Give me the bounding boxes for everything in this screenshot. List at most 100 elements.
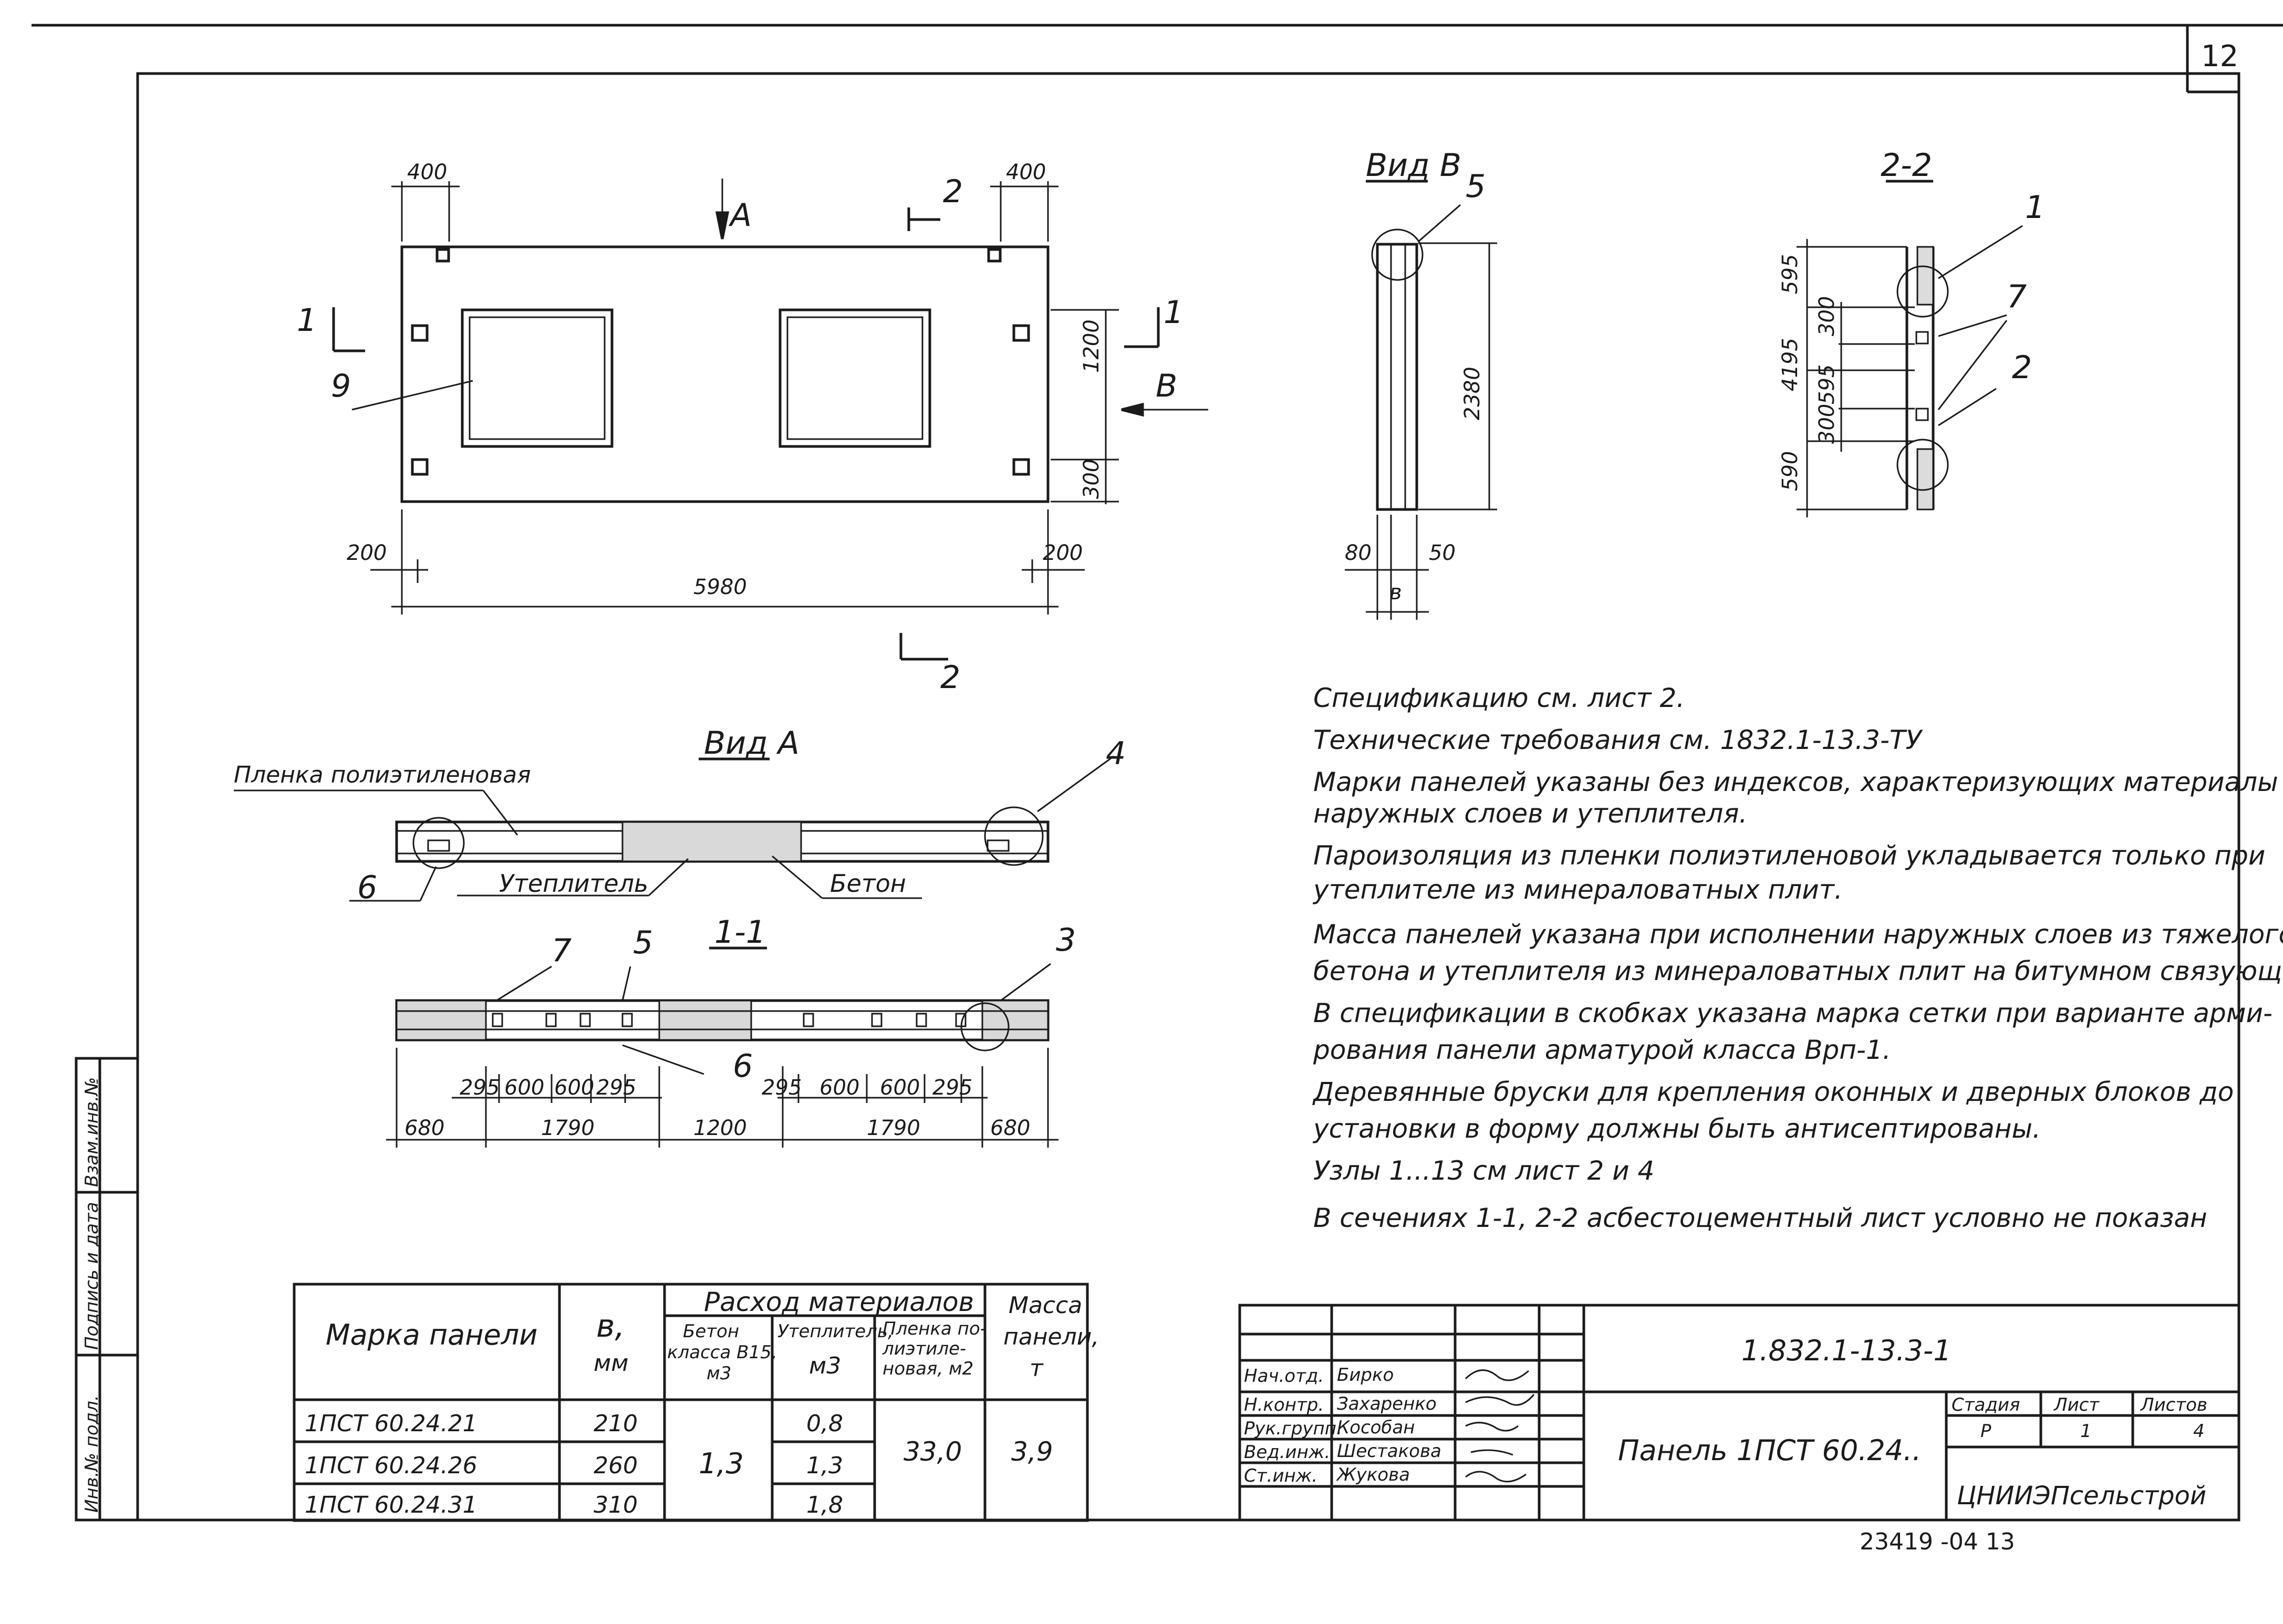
row-mark: 1ПСТ 60.24.31 bbox=[305, 1492, 478, 1518]
note-line: Узлы 1...13 см лист 2 и 4 bbox=[1313, 1155, 1655, 1186]
drawing-frame bbox=[136, 72, 2240, 1522]
th-insul-unit: м3 bbox=[809, 1352, 842, 1379]
row-insul: 0,8 bbox=[806, 1410, 843, 1437]
spec-table-grid bbox=[293, 1283, 1089, 1522]
row-b: 310 bbox=[594, 1492, 638, 1518]
th-film-sub2: новая, м2 bbox=[883, 1358, 974, 1379]
dim-22-595-top: 595 bbox=[1778, 254, 1802, 294]
note-line: наружных слоев и утеплителя. bbox=[1313, 798, 1748, 829]
section-1-1-title: 1-1 bbox=[714, 914, 766, 951]
dim-400-left: 400 bbox=[407, 160, 448, 184]
note-line: Технические требования см. 1832.1-13.3-Т… bbox=[1313, 725, 1922, 755]
tb-sheet: 1 bbox=[2080, 1421, 2092, 1442]
dim-22-595-mid: 595 bbox=[1815, 364, 1839, 404]
tb-doc-code: 1.832.1-13.3-1 bbox=[1741, 1334, 1952, 1367]
callout-1-sect22: 1 bbox=[2025, 189, 2046, 226]
dim-11-600-b: 600 bbox=[554, 1076, 595, 1100]
tb-name: Захаренко bbox=[1337, 1393, 1437, 1414]
callout-6-sect11: 6 bbox=[733, 1048, 753, 1085]
dim-11-600-a: 600 bbox=[504, 1076, 545, 1100]
view-b bbox=[1345, 180, 1497, 620]
dim-11-1200: 1200 bbox=[693, 1116, 747, 1140]
dim-50: 50 bbox=[1429, 541, 1456, 565]
label-insulation: Утеплитель bbox=[499, 869, 649, 898]
tb-role: Н.контр. bbox=[1244, 1394, 1324, 1415]
dim-22-590: 590 bbox=[1778, 451, 1802, 491]
row-mark: 1ПСТ 60.24.21 bbox=[305, 1410, 478, 1437]
dim-b: в bbox=[1389, 580, 1402, 605]
th-concrete-unit: м3 bbox=[707, 1363, 732, 1384]
dim-2380: 2380 bbox=[1460, 367, 1485, 420]
view-a-title: Вид А bbox=[704, 725, 800, 762]
note-line: Масса панелей указана при исполнении нар… bbox=[1313, 919, 2283, 950]
tb-name: Шестакова bbox=[1337, 1441, 1441, 1462]
label-film: Пленка полиэтиленовая bbox=[234, 762, 531, 788]
dim-11-600-c: 600 bbox=[819, 1076, 860, 1100]
callout-6-viewa: 6 bbox=[357, 869, 378, 906]
note-line: установки в форму должны быть антисептир… bbox=[1313, 1113, 2041, 1144]
arrow-a-label: А bbox=[730, 197, 752, 234]
side-stamp-label: Взам.инв.№ bbox=[81, 1077, 102, 1187]
cut-1-left: 1 bbox=[297, 302, 317, 339]
dim-11-600-d: 600 bbox=[880, 1076, 920, 1100]
dim-80: 80 bbox=[1345, 541, 1372, 565]
footer-code: 23419 -04 13 bbox=[1860, 1528, 2015, 1555]
cell-mass: 3,9 bbox=[1011, 1436, 1053, 1467]
dim-11-295-b: 295 bbox=[596, 1076, 637, 1100]
note-line: В сечениях 1-1, 2-2 асбестоцементный лис… bbox=[1313, 1203, 2207, 1233]
tb-name: Кособан bbox=[1337, 1417, 1415, 1438]
dim-11-680-a: 680 bbox=[404, 1116, 445, 1140]
dim-400-right: 400 bbox=[1006, 160, 1046, 184]
note-line: Спецификацию см. лист 2. bbox=[1313, 683, 1685, 713]
title-block-grid bbox=[1238, 1304, 2240, 1522]
signatures bbox=[1465, 1369, 1535, 1483]
tb-role: Ст.инж. bbox=[1244, 1465, 1318, 1486]
dim-22-300-top: 300 bbox=[1815, 296, 1839, 336]
dim-300: 300 bbox=[1080, 459, 1104, 499]
th-insul: Утеплитель, bbox=[777, 1321, 894, 1342]
tb-role: Рук.групп. bbox=[1244, 1418, 1342, 1439]
tb-org: ЦНИИЭПсельстрой bbox=[1957, 1481, 2207, 1511]
dim-11-295-c: 295 bbox=[762, 1076, 802, 1100]
note-line: Марки панелей указаны без индексов, хара… bbox=[1313, 767, 2278, 797]
side-stamp bbox=[75, 1057, 139, 1522]
note-line: В спецификации в скобках указана марка с… bbox=[1313, 998, 2273, 1028]
row-insul: 1,8 bbox=[806, 1492, 843, 1518]
section-2-2-title: 2-2 bbox=[1881, 147, 1932, 184]
side-stamp-label: Инв.№ подл. bbox=[81, 1395, 102, 1513]
tb-stage: Р bbox=[1980, 1421, 1991, 1442]
tb-role: Вед.инж. bbox=[1244, 1442, 1331, 1463]
callout-7-sect22: 7 bbox=[2007, 278, 2027, 315]
dim-11-1790-a: 1790 bbox=[541, 1116, 595, 1140]
th-b-unit: мм bbox=[594, 1350, 629, 1377]
dim-200-right: 200 bbox=[1043, 541, 1083, 565]
th-film-sub: лиэтиле- bbox=[883, 1338, 967, 1359]
cut-2-top: 2 bbox=[943, 173, 963, 210]
row-insul: 1,3 bbox=[806, 1452, 843, 1479]
sheet-number: 12 bbox=[2201, 39, 2239, 74]
callout-5-sect11: 5 bbox=[633, 924, 653, 961]
dim-11-680-b: 680 bbox=[990, 1116, 1031, 1140]
panel-elevation bbox=[332, 179, 1208, 661]
cut-1-right: 1 bbox=[1164, 294, 1184, 331]
tb-name: Жукова bbox=[1337, 1464, 1410, 1485]
th-consumption: Расход материалов bbox=[704, 1287, 974, 1317]
callout-7-sect11: 7 bbox=[552, 932, 572, 969]
th-mass-sub: панели, bbox=[1003, 1324, 1099, 1350]
tb-role: Нач.отд. bbox=[1244, 1366, 1324, 1387]
dim-200-left: 200 bbox=[347, 541, 387, 565]
cut-2-bottom: 2 bbox=[940, 659, 961, 696]
row-b: 260 bbox=[594, 1452, 638, 1479]
tb-title: Панель 1ПСТ 60.24.. bbox=[1618, 1434, 1922, 1467]
tb-h-sheets: Листов bbox=[2141, 1394, 2208, 1415]
dim-11-295-d: 295 bbox=[932, 1076, 973, 1100]
dim-11-1790-b: 1790 bbox=[867, 1116, 920, 1140]
callout-4: 4 bbox=[1106, 735, 1126, 772]
callout-2-sect22: 2 bbox=[2012, 349, 2032, 386]
row-b: 210 bbox=[594, 1410, 638, 1437]
th-concrete: Бетон bbox=[683, 1321, 740, 1342]
dim-5980: 5980 bbox=[693, 575, 747, 599]
th-mass-unit: т bbox=[1030, 1355, 1043, 1382]
cell-film: 33,0 bbox=[904, 1436, 962, 1467]
